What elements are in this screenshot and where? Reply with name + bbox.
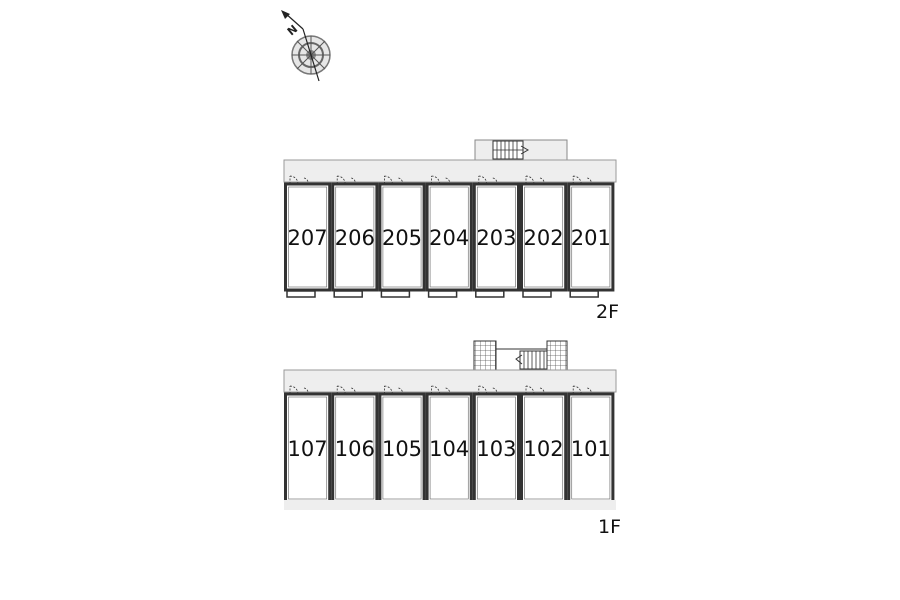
door-swing-icon <box>384 385 403 395</box>
corridor <box>283 369 617 393</box>
balcony <box>333 290 363 298</box>
unit-number: 204 <box>429 226 469 250</box>
unit-202: 202 <box>520 175 568 298</box>
unit-number: 206 <box>335 226 375 250</box>
unit-205: 205 <box>378 175 426 298</box>
door-swing-icon <box>525 175 545 185</box>
stair-icon <box>515 350 548 370</box>
stair-hatched-right <box>546 340 568 372</box>
unit-number: 201 <box>571 226 611 250</box>
unit-number: 202 <box>524 226 564 250</box>
floor-1f: 107 106 105 104 103 102 101 1F <box>283 340 621 538</box>
balcony <box>286 290 316 298</box>
ground-strip <box>284 500 616 510</box>
unit-inner-wall <box>335 396 375 500</box>
unit-inner-wall <box>571 186 611 288</box>
unit-wall <box>567 392 615 504</box>
unit-inner-wall <box>382 396 422 500</box>
stair-hatched-left <box>473 340 497 372</box>
unit-wall <box>425 182 473 292</box>
door-swing-icon <box>525 385 545 395</box>
unit-wall <box>520 392 568 504</box>
unit-203: 203 <box>472 175 520 298</box>
balcony <box>380 290 411 298</box>
unit-wall <box>378 392 426 504</box>
unit-wall <box>331 392 379 504</box>
compass-rose-icon: N <box>281 10 331 82</box>
unit-inner-wall <box>524 396 564 500</box>
corridor <box>283 159 617 183</box>
door-swing-icon <box>572 385 592 395</box>
unit-206: 206 <box>331 175 379 298</box>
unit-wall <box>472 392 520 504</box>
unit-inner-wall <box>382 186 422 288</box>
door-swing-icon <box>478 175 498 185</box>
unit-number: 105 <box>382 437 422 461</box>
unit-wall <box>284 392 332 504</box>
unit-204: 204 <box>425 175 473 298</box>
door-swing-icon <box>336 175 356 185</box>
unit-number: 207 <box>288 226 328 250</box>
unit-number: 101 <box>571 437 611 461</box>
unit-inner-wall <box>429 396 469 500</box>
unit-101: 101 <box>567 385 615 504</box>
unit-number: 203 <box>476 226 516 250</box>
stair-icon <box>492 140 530 160</box>
balcony <box>427 290 458 298</box>
unit-wall <box>378 182 426 292</box>
balcony <box>522 290 552 298</box>
floor-label: 1F <box>598 516 621 538</box>
unit-wall <box>472 182 520 292</box>
unit-number: 205 <box>382 226 422 250</box>
unit-207: 207 <box>284 175 332 298</box>
unit-104: 104 <box>425 385 473 504</box>
door-swing-icon <box>289 175 309 185</box>
unit-number: 106 <box>335 437 375 461</box>
unit-103: 103 <box>472 385 520 504</box>
unit-102: 102 <box>520 385 568 504</box>
unit-wall <box>567 182 615 292</box>
unit-201: 201 <box>567 175 615 298</box>
unit-inner-wall <box>476 396 516 500</box>
unit-inner-wall <box>288 396 328 500</box>
unit-number: 102 <box>524 437 564 461</box>
unit-inner-wall <box>429 186 469 288</box>
unit-inner-wall <box>571 396 611 500</box>
floor-label: 2F <box>596 301 619 323</box>
balcony <box>475 290 505 298</box>
unit-wall <box>331 182 379 292</box>
door-swing-icon <box>431 175 451 185</box>
door-swing-icon <box>478 385 498 395</box>
door-swing-icon <box>431 385 451 395</box>
door-swing-icon <box>384 175 403 185</box>
unit-wall <box>284 182 332 292</box>
door-swing-icon <box>572 175 592 185</box>
unit-inner-wall <box>476 186 516 288</box>
unit-wall <box>520 182 568 292</box>
unit-number: 103 <box>476 437 516 461</box>
unit-number: 104 <box>429 437 469 461</box>
door-swing-icon <box>336 385 356 395</box>
unit-inner-wall <box>524 186 564 288</box>
floor-2f: 207 206 205 204 203 202 201 2F <box>283 139 619 323</box>
unit-106: 106 <box>331 385 379 504</box>
unit-105: 105 <box>378 385 426 504</box>
unit-inner-wall <box>335 186 375 288</box>
unit-number: 107 <box>288 437 328 461</box>
balcony <box>569 290 599 298</box>
unit-107: 107 <box>284 385 332 504</box>
door-swing-icon <box>289 385 309 395</box>
unit-inner-wall <box>288 186 328 288</box>
